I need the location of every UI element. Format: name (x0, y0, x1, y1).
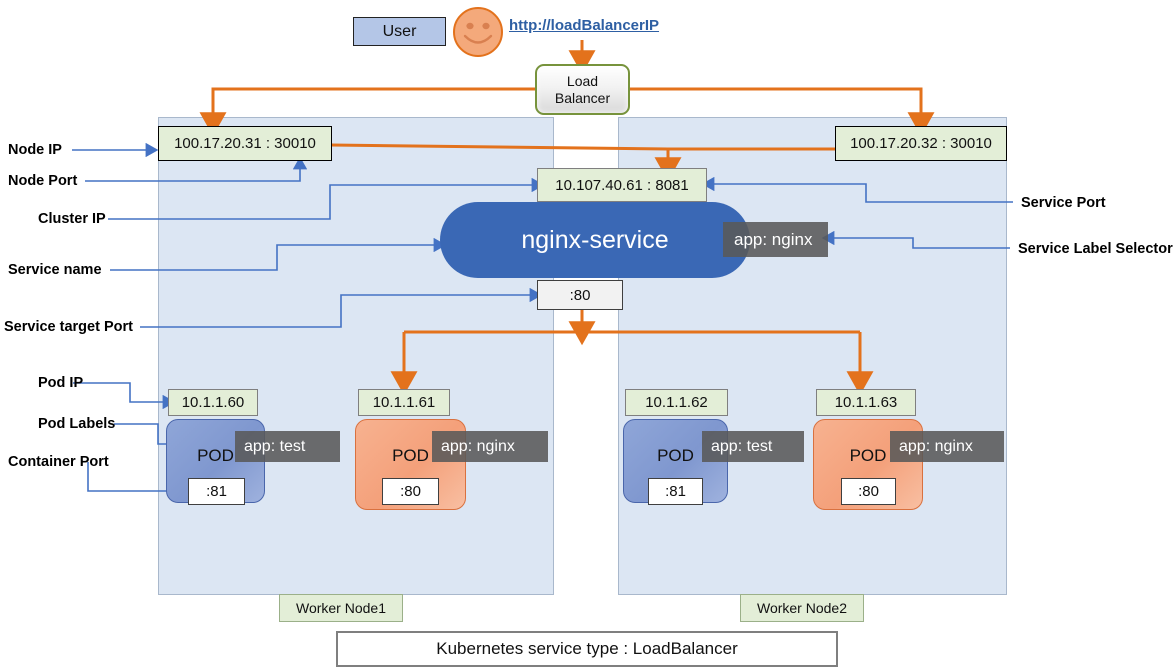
pod-label-badge: app: test (702, 431, 804, 462)
pod-label-text: app: test (711, 437, 773, 455)
annotation-service-label-selector: Service Label Selector (1018, 241, 1173, 257)
container-port: :81 (206, 483, 227, 500)
pod-ip-box: 10.1.1.60 (168, 389, 258, 416)
pod-title: POD (392, 446, 429, 465)
pod-label-badge: app: nginx (890, 431, 1004, 462)
container-port: :81 (665, 483, 686, 500)
service-label-selector-text: app: nginx (734, 229, 813, 249)
pod-ip: 10.1.1.61 (372, 394, 436, 411)
cluster-ip-port-box: 10.107.40.61 : 8081 (537, 168, 707, 202)
worker-node1-label: Worker Node1 (279, 594, 403, 622)
smiley-face-icon (453, 7, 503, 57)
annotation-node-port: Node Port (8, 173, 78, 189)
container-port-box: :80 (841, 478, 896, 505)
pod-label-text: app: test (244, 437, 306, 455)
load-balancer-line1: Load (566, 72, 599, 89)
service-label-selector-badge: app: nginx (723, 222, 828, 257)
pod-title: POD (197, 446, 234, 465)
node1-ip-port-box: 100.17.20.31 : 30010 (158, 126, 332, 161)
pod-label-badge: app: nginx (432, 431, 548, 462)
annotation-pod-labels: Pod Labels (38, 416, 116, 432)
worker-node2-label: Worker Node2 (740, 594, 864, 622)
pod-title: POD (657, 446, 694, 465)
annotation-container-port: Container Port (8, 454, 109, 470)
annotation-service-target-port: Service target Port (4, 319, 133, 335)
annotation-node-ip: Node IP (8, 142, 62, 158)
annotation-pod-ip: Pod IP (38, 375, 84, 391)
service-target-port-box: :80 (537, 280, 623, 310)
container-port: :80 (858, 483, 879, 500)
pod-ip: 10.1.1.60 (181, 394, 245, 411)
annotation-service-port: Service Port (1021, 195, 1106, 211)
pod-ip-box: 10.1.1.62 (625, 389, 728, 416)
annotation-service-name: Service name (8, 262, 102, 278)
pod-label-text: app: nginx (899, 437, 973, 455)
pod-ip-box: 10.1.1.63 (816, 389, 916, 416)
worker-node1-panel (158, 117, 554, 595)
user-label: User (382, 22, 417, 40)
node2-ip-port: 100.17.20.32 : 30010 (850, 135, 992, 152)
worker-node1-name: Worker Node1 (295, 600, 386, 616)
load-balancer-box: Load Balancer (535, 64, 630, 115)
pod-label-text: app: nginx (441, 437, 515, 455)
user-box: User (353, 17, 446, 46)
diagram-caption: Kubernetes service type : LoadBalancer (336, 631, 838, 667)
pod-ip-box: 10.1.1.61 (358, 389, 450, 416)
worker-node2-name: Worker Node2 (756, 600, 847, 616)
container-port-box: :81 (188, 478, 245, 505)
cluster-ip-port: 10.107.40.61 : 8081 (555, 176, 689, 194)
pod-ip: 10.1.1.62 (645, 394, 708, 411)
pod-title: POD (849, 446, 887, 465)
pod-ip: 10.1.1.63 (834, 394, 898, 411)
node1-ip-port: 100.17.20.31 : 30010 (174, 135, 316, 152)
pod-label-badge: app: test (235, 431, 340, 462)
nginx-service-shape: nginx-service (440, 202, 750, 278)
container-port: :80 (400, 483, 421, 500)
load-balancer-line2: Balancer (554, 89, 611, 106)
service-target-port: :80 (569, 286, 591, 304)
node2-ip-port-box: 100.17.20.32 : 30010 (835, 126, 1007, 161)
annotation-cluster-ip: Cluster IP (38, 211, 106, 227)
container-port-box: :81 (648, 478, 703, 505)
caption-text: Kubernetes service type : LoadBalancer (436, 639, 738, 658)
container-port-box: :80 (382, 478, 439, 505)
loadbalancer-url-link[interactable]: http://loadBalancerIP (509, 17, 660, 34)
service-name: nginx-service (521, 225, 669, 254)
